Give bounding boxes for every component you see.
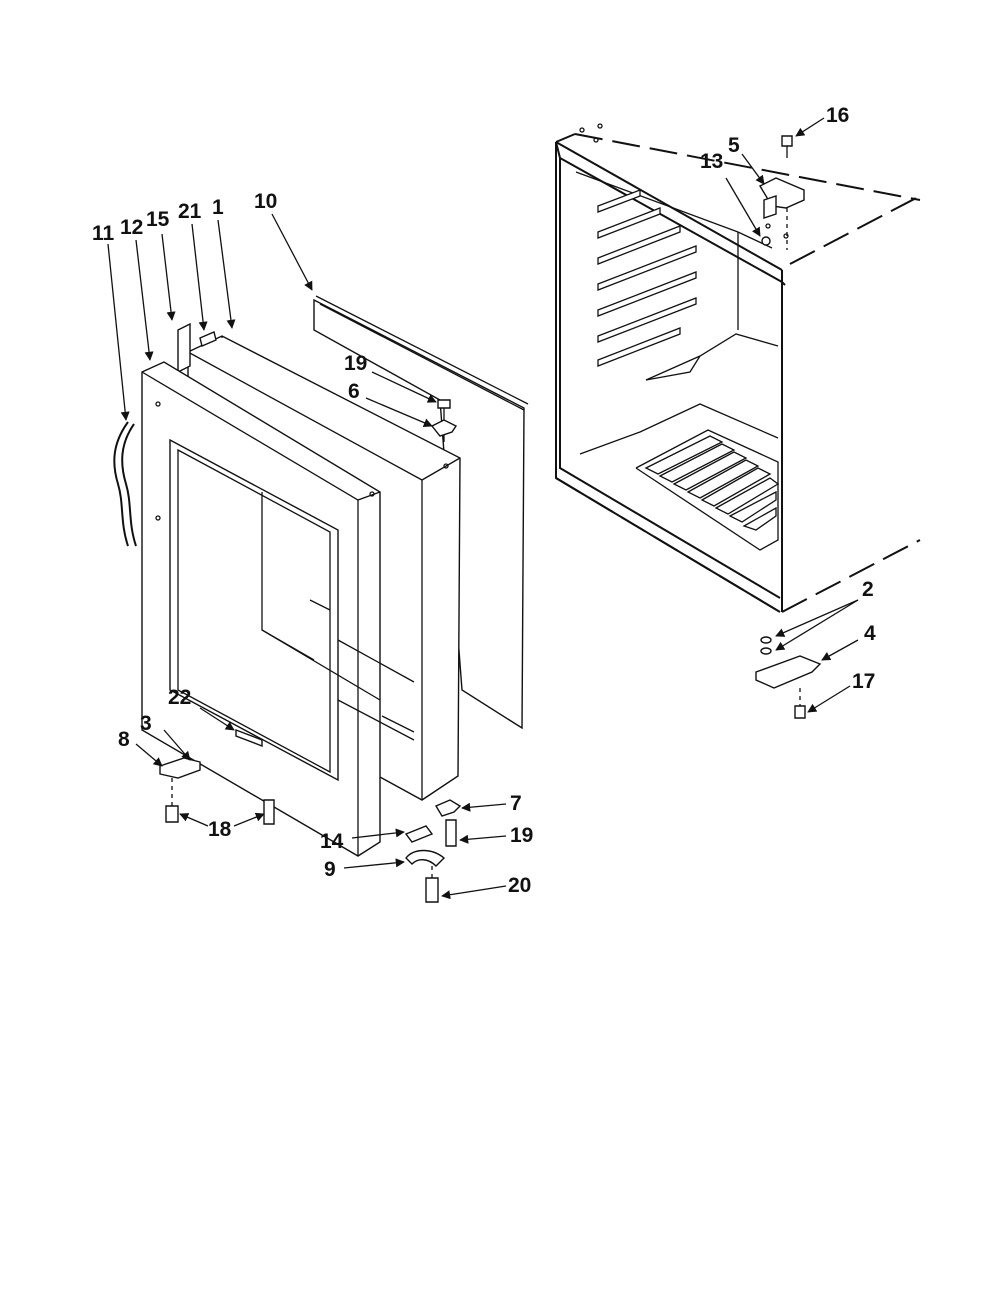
- callout-8: 8: [118, 728, 130, 751]
- leader-lines: [107, 117, 859, 900]
- callout-12: 12: [120, 216, 143, 239]
- callout-17: 17: [852, 670, 875, 693]
- hinge-bracket-3: [159, 757, 201, 779]
- door-bottom-left-parts: [159, 757, 275, 825]
- callout-14: 14: [320, 830, 344, 853]
- cam-9: [405, 849, 446, 867]
- screw-18: [263, 799, 275, 825]
- door-badge-22: [235, 728, 263, 748]
- door-trim-11: [113, 421, 129, 547]
- door-top-hinge-parts: [430, 399, 458, 442]
- screw-8: [165, 805, 179, 823]
- spacer-14: [404, 825, 434, 843]
- callout-5: 5: [728, 134, 740, 157]
- hinge-washer-2a: [760, 636, 772, 644]
- cabinet-louvers: [597, 189, 697, 367]
- hinge-pin-6: [430, 419, 458, 437]
- callout-21: 21: [178, 200, 202, 223]
- hinge-screw-16: [781, 135, 793, 147]
- callout-20: 20: [508, 874, 531, 897]
- callout-16: 16: [826, 104, 849, 127]
- callout-10: 10: [254, 190, 277, 213]
- callout-22: 22: [168, 686, 191, 709]
- callout-4: 4: [864, 622, 876, 645]
- callout-18: 18: [208, 818, 232, 841]
- bottom-hinge-assembly: [755, 636, 822, 719]
- callout-1: 1: [212, 196, 224, 219]
- callout-labels: 16 5 13 10 11 12 15 21 1 19 6 2 4 17 22 …: [92, 104, 876, 897]
- door-outer-frame-12: [141, 361, 415, 857]
- callout-15: 15: [146, 208, 170, 231]
- screw-20: [425, 877, 439, 903]
- door-bottom-right-parts: [404, 799, 462, 903]
- callout-6: 6: [348, 380, 360, 403]
- callout-9: 9: [324, 858, 336, 881]
- screw-21: [199, 331, 217, 347]
- door-glass-10: [313, 295, 529, 730]
- hinge-washer-13: [761, 236, 771, 246]
- callout-19-top: 19: [344, 352, 367, 375]
- callout-7: 7: [510, 792, 522, 815]
- cabinet: [555, 123, 921, 613]
- top-hinge-assembly: [759, 135, 805, 250]
- hinge-part-7: [434, 799, 462, 817]
- callout-19-bottom: 19: [510, 824, 533, 847]
- hinge-screw-17: [794, 705, 806, 719]
- callout-11: 11: [92, 222, 115, 245]
- callout-13: 13: [700, 150, 723, 173]
- callout-3: 3: [140, 712, 152, 735]
- door-gasket-15: [177, 322, 191, 374]
- screw-19-top: [437, 399, 451, 409]
- cabinet-floor-grille: [635, 429, 780, 551]
- screw-19-bottom: [445, 819, 457, 847]
- callout-2: 2: [862, 578, 874, 601]
- hinge-washer-2b: [760, 647, 772, 655]
- bottom-hinge-4: [755, 655, 822, 689]
